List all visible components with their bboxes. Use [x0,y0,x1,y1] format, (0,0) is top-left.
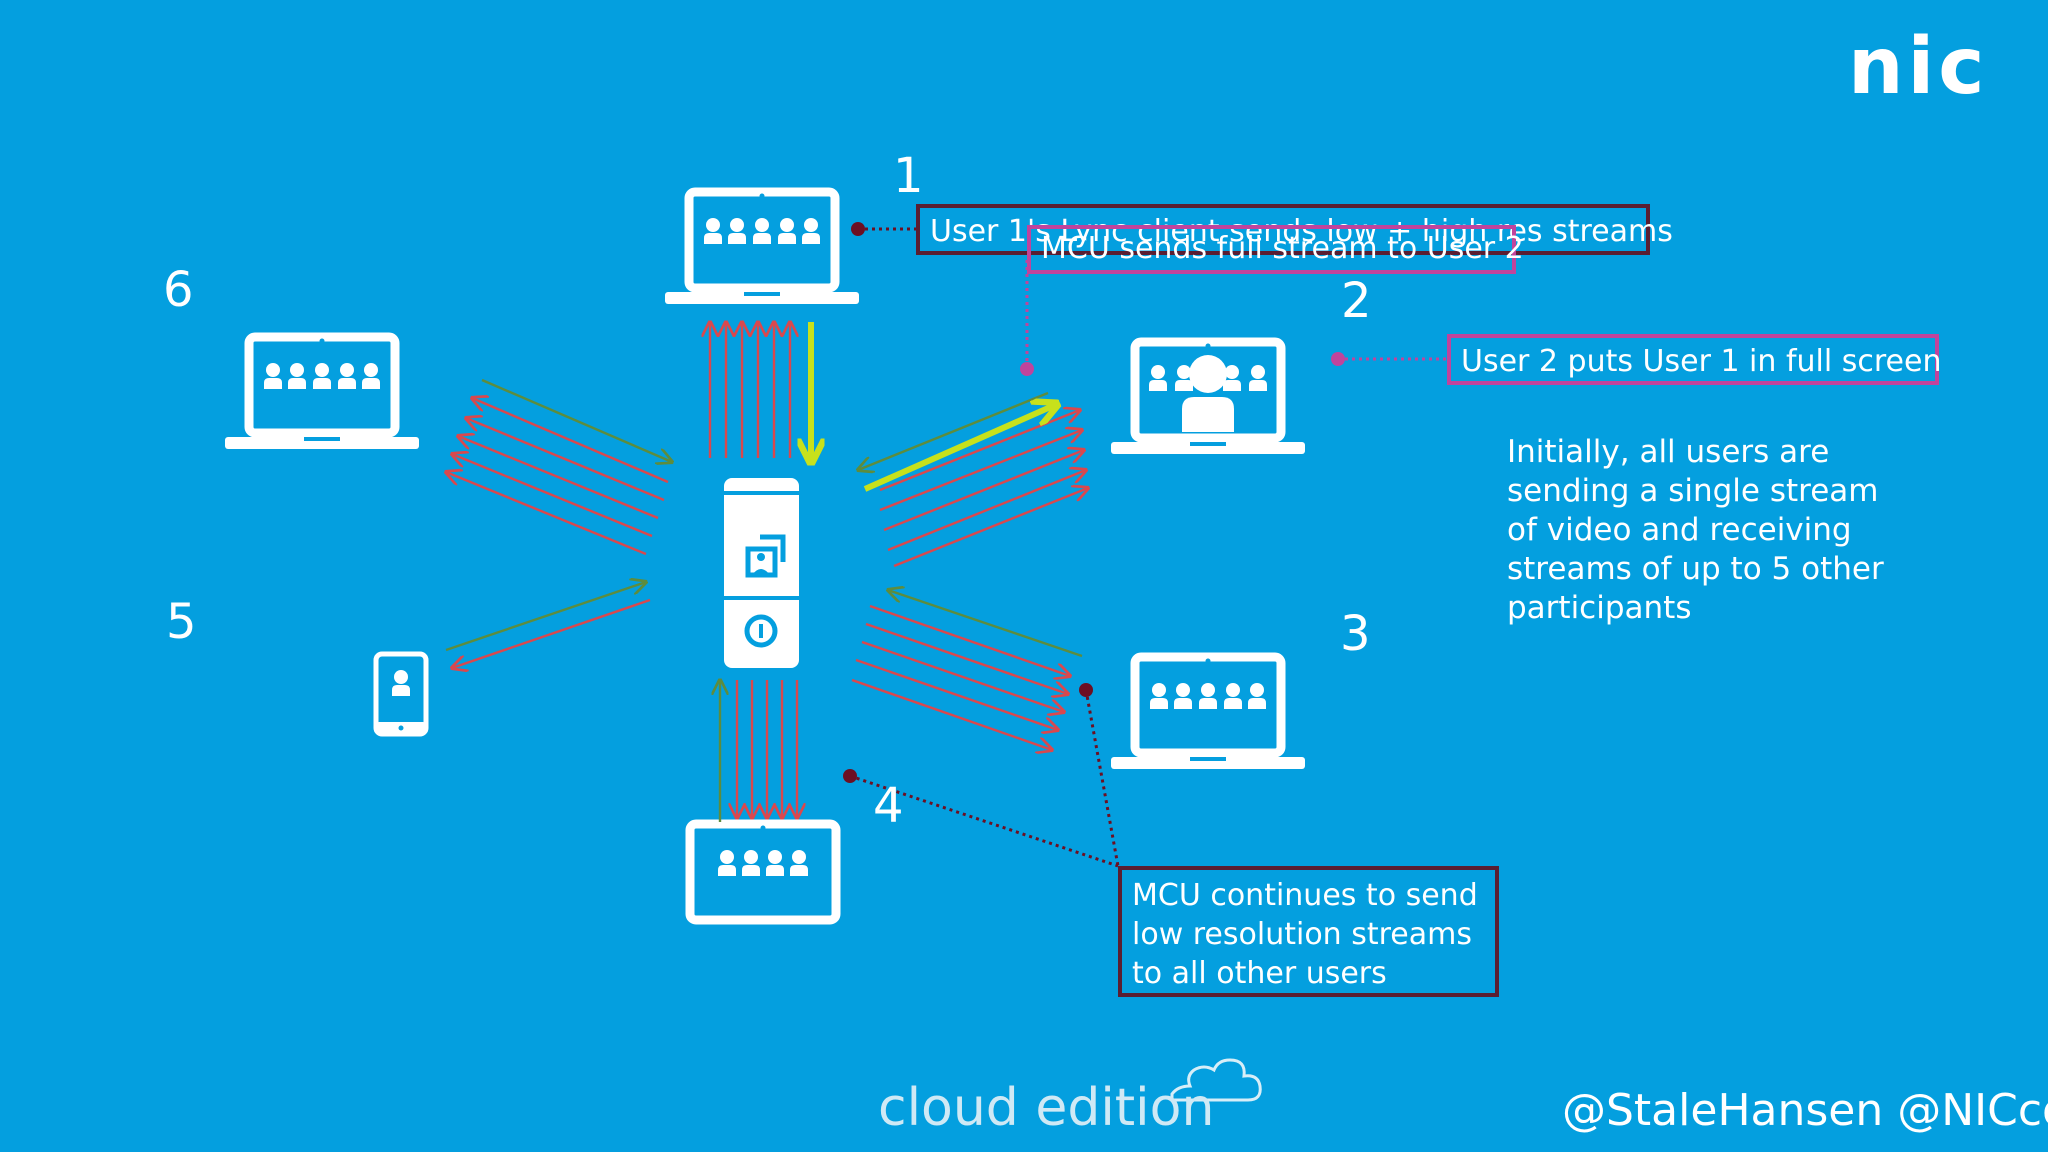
connector-dot [843,769,857,783]
connector-dot [1020,362,1034,376]
participant-3-laptop-icon [1111,657,1305,769]
callout-user-2-full-screen: User 2 puts User 1 in full screen [1447,334,1941,385]
streams-participant-3 [851,590,1083,750]
streams-participant-6 [446,378,672,556]
callout-connectors [849,227,1447,868]
description-line: sending a single stream [1507,473,1879,509]
participant-2-laptop-icon [1111,342,1305,454]
cloud-icon [1170,1058,1262,1102]
connector-dot [1079,683,1093,697]
callout-mcu-low-res-line: MCU continues to send [1132,878,1478,913]
participant-number-1: 1 [893,148,924,204]
streams-participant-4 [720,680,797,822]
cloud-edition-label: cloud edition [878,1078,1215,1138]
twitter-handles: @StaleHansen @NICconf [1562,1085,2048,1136]
participant-number-2: 2 [1341,273,1372,329]
callout-mcu-low-res-line: low resolution streams [1132,917,1472,952]
connector-dot [851,222,865,236]
description-line: participants [1507,590,1692,626]
participant-6-laptop-icon [225,337,419,449]
description-line: of video and receiving [1507,512,1852,548]
callout-mcu-low-res-line: to all other users [1132,956,1387,991]
full-stream-arrow-user-2 [863,405,1055,492]
description-text: Initially, all users are sending a singl… [1507,433,1927,628]
participant-number-5: 5 [166,594,197,650]
participant-1-laptop-icon [665,192,859,304]
callout-mcu-full-stream: MCU sends full stream to User 2 [1027,225,1524,274]
streams-participant-1 [710,322,790,458]
participant-number-6: 6 [163,262,194,318]
streams-participant-5 [445,582,651,668]
callout-mcu-low-res: MCU continues to send low resolution str… [1118,866,1499,997]
callout-user-1-streams: User 1's Lync client sends low + high re… [916,204,1673,255]
participant-5-phone-icon [373,651,429,737]
mcu-server-icon [724,478,799,668]
streams-participant-2 [858,391,1088,568]
participant-4-laptop-icon [685,819,841,925]
description-line: Initially, all users are [1507,434,1830,470]
nic-logo: nic [1848,22,1989,112]
participant-number-3: 3 [1340,606,1371,662]
connector-dot [1331,352,1345,366]
participant-number-4: 4 [873,778,904,834]
description-line: streams of up to 5 other [1507,551,1884,587]
